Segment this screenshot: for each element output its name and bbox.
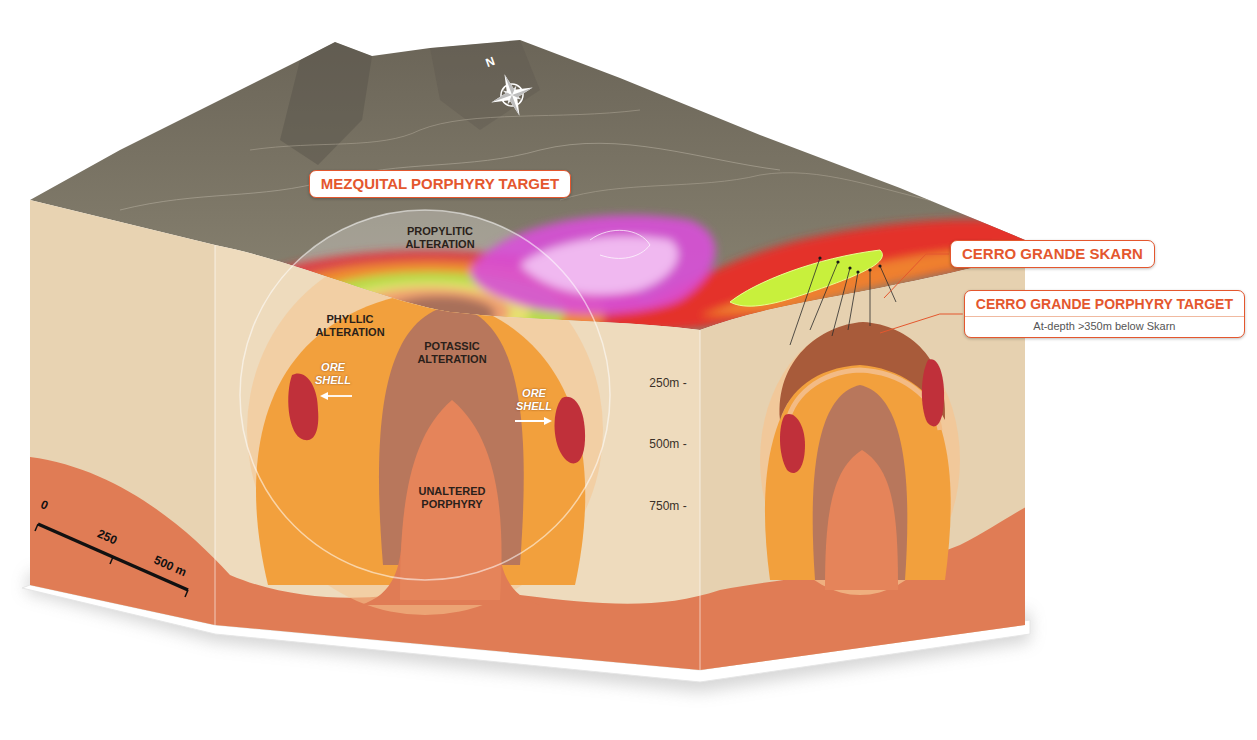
compass-label: N <box>484 54 497 69</box>
scale-label: 500 m <box>152 553 188 579</box>
ore-shell <box>922 359 944 426</box>
zone-label: UNALTERED PORPHYRY <box>407 485 497 511</box>
scale-tick <box>35 524 38 531</box>
zone-label: POTASSIC ALTERATION <box>412 340 492 366</box>
leader-line <box>884 254 949 298</box>
depth-label: 250m - <box>649 377 686 390</box>
scale-line <box>38 524 188 590</box>
compass-star-shade <box>504 73 515 95</box>
surface-zone <box>520 236 678 295</box>
callout-box: MEZQUITAL PORPHYRY TARGET <box>309 170 571 198</box>
surface-outline <box>590 230 650 258</box>
surface-zone <box>470 215 715 314</box>
depth-label: 500m - <box>649 438 686 451</box>
terrain-road <box>120 143 780 210</box>
ore-label: ORE SHELL <box>512 387 556 413</box>
drill-collar <box>878 264 881 267</box>
scale-label: 0 <box>38 498 49 513</box>
scale-tick <box>185 590 188 597</box>
porphyry-stock <box>825 450 898 590</box>
terrain-road <box>560 173 950 205</box>
callout-subtitle: At-depth >350m below Skarn <box>965 316 1244 333</box>
propylitic-zone <box>760 325 960 595</box>
drill-hole <box>832 268 850 336</box>
callout-title: MEZQUITAL PORPHYRY TARGET <box>321 175 559 193</box>
drill-holes <box>790 258 896 345</box>
ore-arrow <box>515 420 550 422</box>
zone-label: PHYLLIC ALTERATION <box>310 313 390 339</box>
drill-collar <box>868 268 871 271</box>
depth-label: 750m - <box>649 500 686 513</box>
ore-arrow <box>322 395 352 397</box>
drill-collar <box>836 260 839 263</box>
face-edge <box>215 245 700 670</box>
drill-collar <box>856 270 859 273</box>
drill-collar <box>848 266 851 269</box>
ore-shell <box>288 373 318 440</box>
drill-hole <box>810 262 838 330</box>
ore-shell <box>555 397 586 464</box>
drill-collars <box>818 256 881 273</box>
drill-hole <box>880 266 896 302</box>
leader-line <box>880 314 963 333</box>
callout-title: CERRO GRANDE SKARN <box>962 245 1143 263</box>
ore-shell <box>780 414 805 473</box>
ore-label: ORE SHELL <box>311 361 355 387</box>
scale-bar <box>35 524 188 597</box>
drill-hole <box>870 270 871 326</box>
scale-tick <box>110 557 113 564</box>
compass-star-shade <box>512 87 534 98</box>
terrain-road <box>250 110 640 150</box>
drill-collar <box>818 256 821 259</box>
compass-star-shade <box>490 91 512 102</box>
compass-star <box>484 67 540 123</box>
zone-label: PROPYLITIC ALTERATION <box>394 225 486 251</box>
compass-rose <box>484 67 540 123</box>
callout-box: CERRO GRANDE SKARN <box>950 240 1155 268</box>
drill-hole <box>790 258 820 345</box>
propylitic-zone <box>247 245 603 615</box>
target-halo-outline <box>240 210 610 580</box>
callout-box: CERRO GRANDE PORPHYRY TARGET At-depth >35… <box>964 290 1245 338</box>
terrain-shade <box>280 42 372 165</box>
drill-hole <box>848 272 858 330</box>
callout-title: CERRO GRANDE PORPHYRY TARGET <box>976 295 1233 313</box>
scale-label: 250 <box>95 527 119 547</box>
compass-star-shade <box>508 95 519 117</box>
